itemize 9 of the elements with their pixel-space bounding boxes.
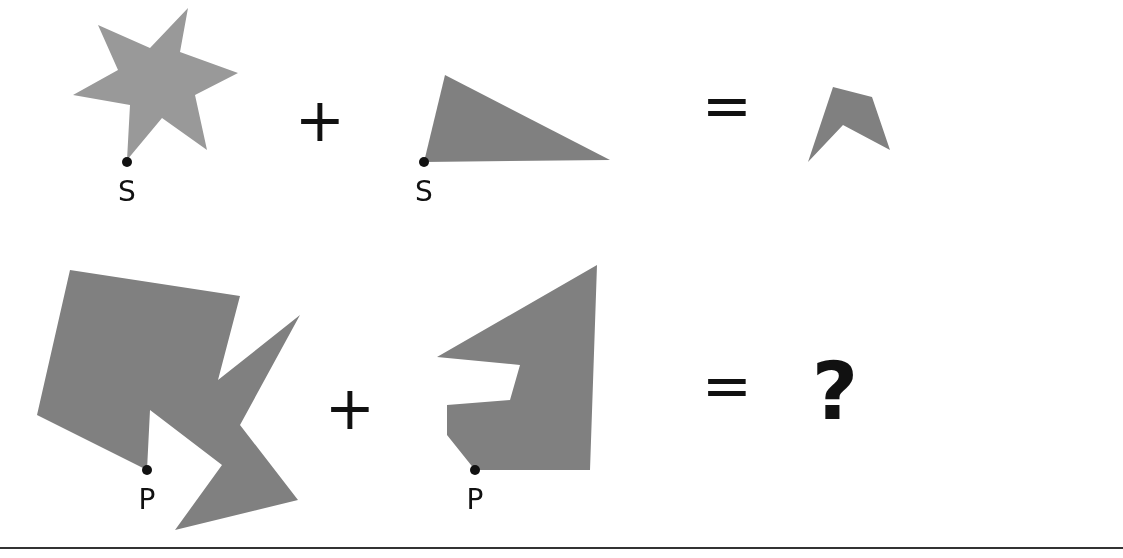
equals-sign: = [701,355,753,415]
plus-sign: + [294,90,346,150]
point-label: P [138,486,156,514]
plus-sign: + [324,378,376,438]
point-label: S [118,178,136,206]
point-label: P [466,486,484,514]
point-label: S [415,178,433,206]
equals-sign: = [701,75,753,135]
question-mark: ? [811,352,859,432]
